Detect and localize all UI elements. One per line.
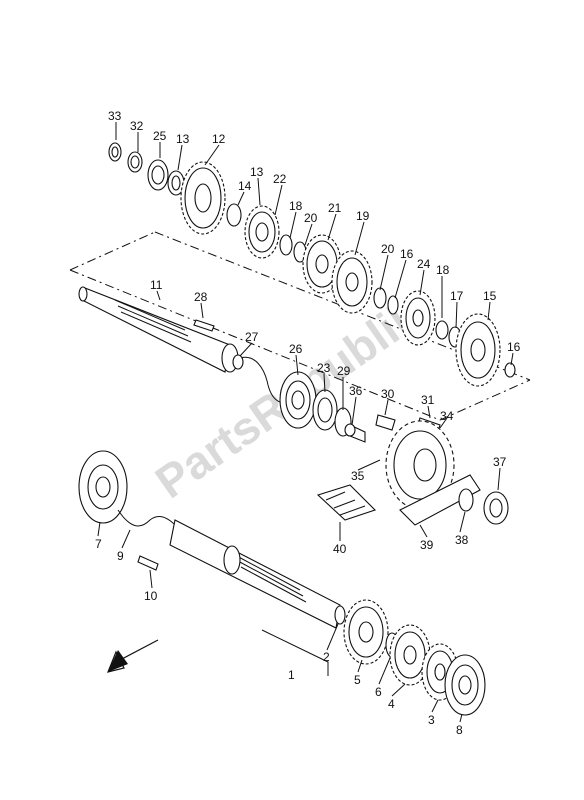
label-18b: 18: [436, 263, 450, 277]
gear-5: [343, 599, 389, 665]
label-38: 38: [455, 533, 469, 547]
bearing-26: [279, 371, 317, 429]
label-34: 34: [440, 409, 454, 423]
label-11: 11: [150, 278, 163, 292]
circlip-2: [334, 605, 346, 625]
label-39: 39: [420, 538, 434, 552]
circlip-16: [387, 295, 399, 315]
label-13b: 13: [250, 165, 264, 179]
label-23: 23: [317, 361, 331, 375]
shim-set-40: [316, 484, 377, 521]
gear-12: [180, 161, 226, 235]
label-40: 40: [333, 542, 347, 556]
sprocket-35: [385, 420, 455, 510]
label-9: 9: [117, 549, 124, 563]
direction-arrow-icon: [107, 639, 159, 673]
gear-24: [400, 290, 436, 346]
label-33: 33: [108, 109, 122, 123]
label-10: 10: [144, 589, 158, 603]
collar-37: [483, 491, 509, 525]
label-1: 1: [288, 668, 295, 682]
label-20: 20: [304, 211, 318, 225]
label-25: 25: [153, 129, 167, 143]
label-18: 18: [289, 199, 303, 213]
label-5: 5: [354, 673, 361, 687]
label-16: 16: [400, 247, 414, 261]
label-8: 8: [456, 723, 463, 737]
seal-23: [312, 389, 338, 431]
shaft-1-bracket: [261, 629, 329, 676]
label-29: 29: [337, 364, 351, 378]
label-21: 21: [328, 201, 342, 215]
oil-pipe-9: [117, 509, 176, 527]
chain-39: [399, 474, 481, 526]
washer-20b: [373, 287, 387, 309]
circlip-16b: [504, 362, 516, 378]
washer-18b: [435, 320, 449, 340]
circlip-33: [108, 142, 122, 162]
lock-washer-30: [375, 414, 396, 431]
label-35: 35: [351, 469, 365, 483]
label-17: 17: [450, 289, 464, 303]
label-27: 27: [245, 330, 259, 344]
label-30: 30: [381, 387, 395, 401]
gear-19: [331, 250, 373, 314]
gear-21: [302, 234, 342, 294]
counter-shaft-frame: [69, 231, 531, 421]
bushing-14: [226, 203, 242, 227]
label-13: 13: [176, 132, 190, 146]
label-6: 6: [375, 685, 382, 699]
bearing-8: [444, 654, 486, 716]
gear-22: [244, 205, 280, 259]
label-19: 19: [356, 209, 370, 223]
leader-lines: [97, 122, 514, 723]
label-37: 37: [493, 455, 507, 469]
label-31: 31: [421, 393, 435, 407]
drive-shaft-1: [169, 519, 341, 629]
label-2: 2: [323, 650, 330, 664]
oring-38: [458, 488, 474, 512]
bearing-25: [147, 159, 169, 191]
gear-15: [455, 313, 501, 387]
bolt-10: [137, 555, 159, 571]
label-22: 22: [273, 172, 287, 186]
label-14: 14: [238, 179, 252, 193]
label-24: 24: [417, 257, 431, 271]
label-36: 36: [349, 384, 363, 398]
bushing-13-top: [167, 170, 185, 196]
label-16b: 16: [507, 340, 521, 354]
label-12: 12: [212, 132, 226, 146]
pin-28: [193, 319, 215, 332]
label-26: 26: [289, 342, 303, 356]
counter-shaft-11: [78, 286, 239, 373]
label-3: 3: [428, 713, 435, 727]
label-15: 15: [483, 289, 497, 303]
washer-18: [279, 234, 293, 256]
label-20b: 20: [381, 242, 395, 256]
spacer-36: [344, 423, 366, 443]
part-labels: 33 32 25 13 12 13 14 22 18 20 21 19 20 1…: [95, 109, 521, 737]
label-28: 28: [194, 290, 208, 304]
washer-32: [127, 151, 143, 173]
label-4: 4: [388, 697, 395, 711]
label-32: 32: [130, 119, 144, 133]
label-7: 7: [95, 537, 102, 551]
bearing-7: [78, 450, 128, 524]
